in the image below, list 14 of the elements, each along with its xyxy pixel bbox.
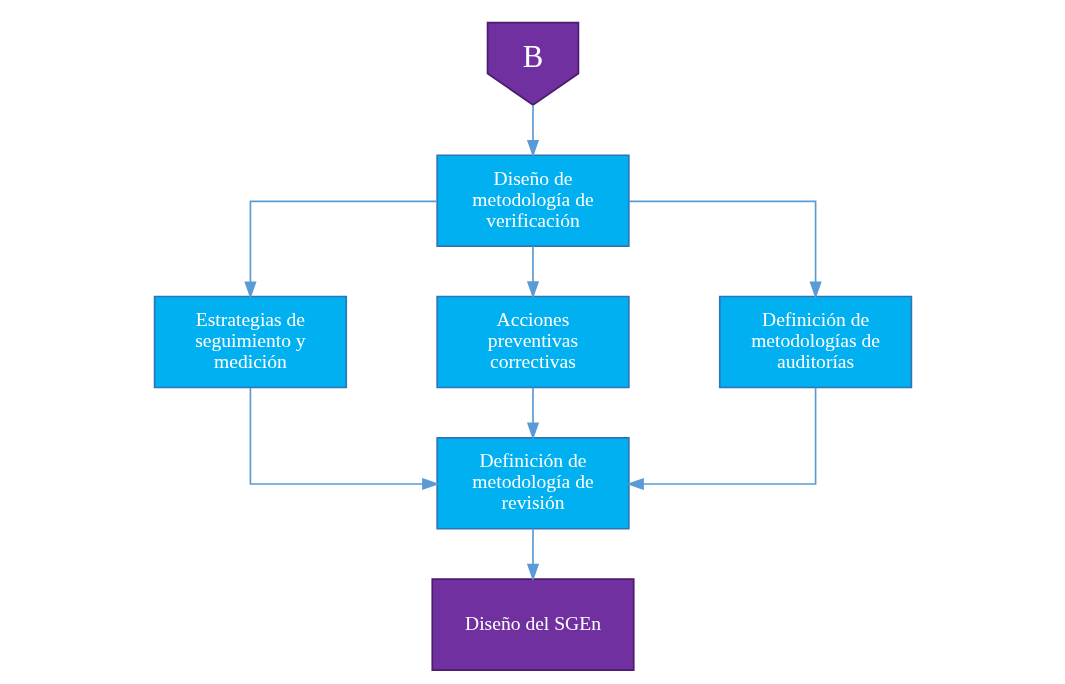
node-box: Diseño del SGEn xyxy=(430,578,635,671)
node-box: Acciones preventivas correctivas xyxy=(435,295,630,389)
arrow xyxy=(526,527,539,582)
arrow xyxy=(526,386,539,440)
arrow xyxy=(243,200,438,299)
arrow xyxy=(249,386,439,491)
node-box: Estrategias de seguimiento y medición xyxy=(153,295,347,389)
arrow xyxy=(526,104,539,158)
arrow xyxy=(627,200,822,299)
arrow xyxy=(626,386,816,491)
node-box: Definición de metodologías de auditorías xyxy=(718,295,912,389)
arrow xyxy=(526,245,539,299)
node-box: Diseño de metodología de verificación xyxy=(435,154,630,247)
node-box: Definición de metodología de revisión xyxy=(435,437,630,530)
